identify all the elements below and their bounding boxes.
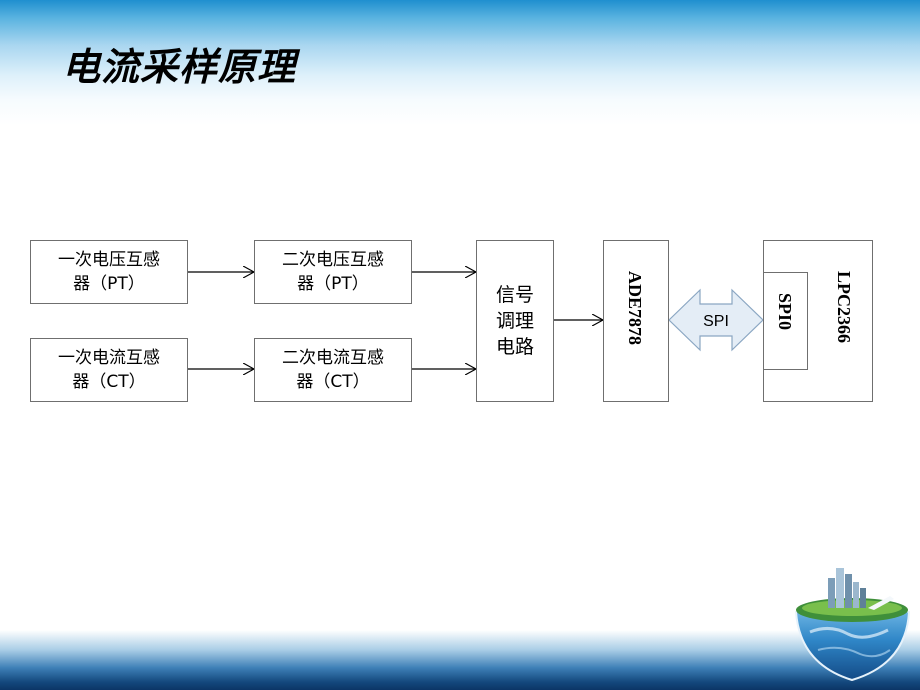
secondary-ct-box: 二次电流互感 器（CT） (254, 338, 412, 402)
signal-label-line1: 信号 (495, 284, 534, 306)
primary-ct-box: 一次电流互感 器（CT） (30, 338, 188, 402)
signal-label-line3: 电路 (495, 336, 534, 358)
secondary-ct-label-line2: 器（CT） (296, 372, 370, 392)
slide-title: 电流采样原理 (62, 45, 297, 89)
mcu-label: LPC2366 (834, 271, 854, 343)
secondary-pt-box: 二次电压互感 器（PT） (254, 240, 412, 304)
secondary-pt-label-line2: 器（PT） (297, 274, 369, 294)
secondary-pt-label-line1: 二次电压互感 (282, 250, 384, 270)
secondary-ct-label-line1: 二次电流互感 (282, 348, 384, 368)
primary-ct-label-line2: 器（CT） (72, 372, 146, 392)
primary-ct-label-line1: 一次电流互感 (58, 348, 160, 368)
primary-pt-label-line2: 器（PT） (73, 274, 145, 294)
mcu-spi-port-box: SPI0 (763, 272, 808, 370)
spi-bus-label: SPI (703, 313, 729, 330)
mcu-spi-port-label: SPI0 (775, 293, 795, 331)
ade-chip-label: ADE7878 (625, 271, 645, 346)
primary-pt-label-line1: 一次电压互感 (58, 250, 160, 270)
globe-city-icon (794, 568, 911, 682)
ade-chip-box: ADE7878 (603, 240, 669, 402)
signal-label-line2: 调理 (495, 310, 534, 332)
signal-conditioning-box: 信号 调理 电路 (476, 240, 554, 402)
footer-band (0, 630, 920, 690)
primary-pt-box: 一次电压互感 器（PT） (30, 240, 188, 304)
